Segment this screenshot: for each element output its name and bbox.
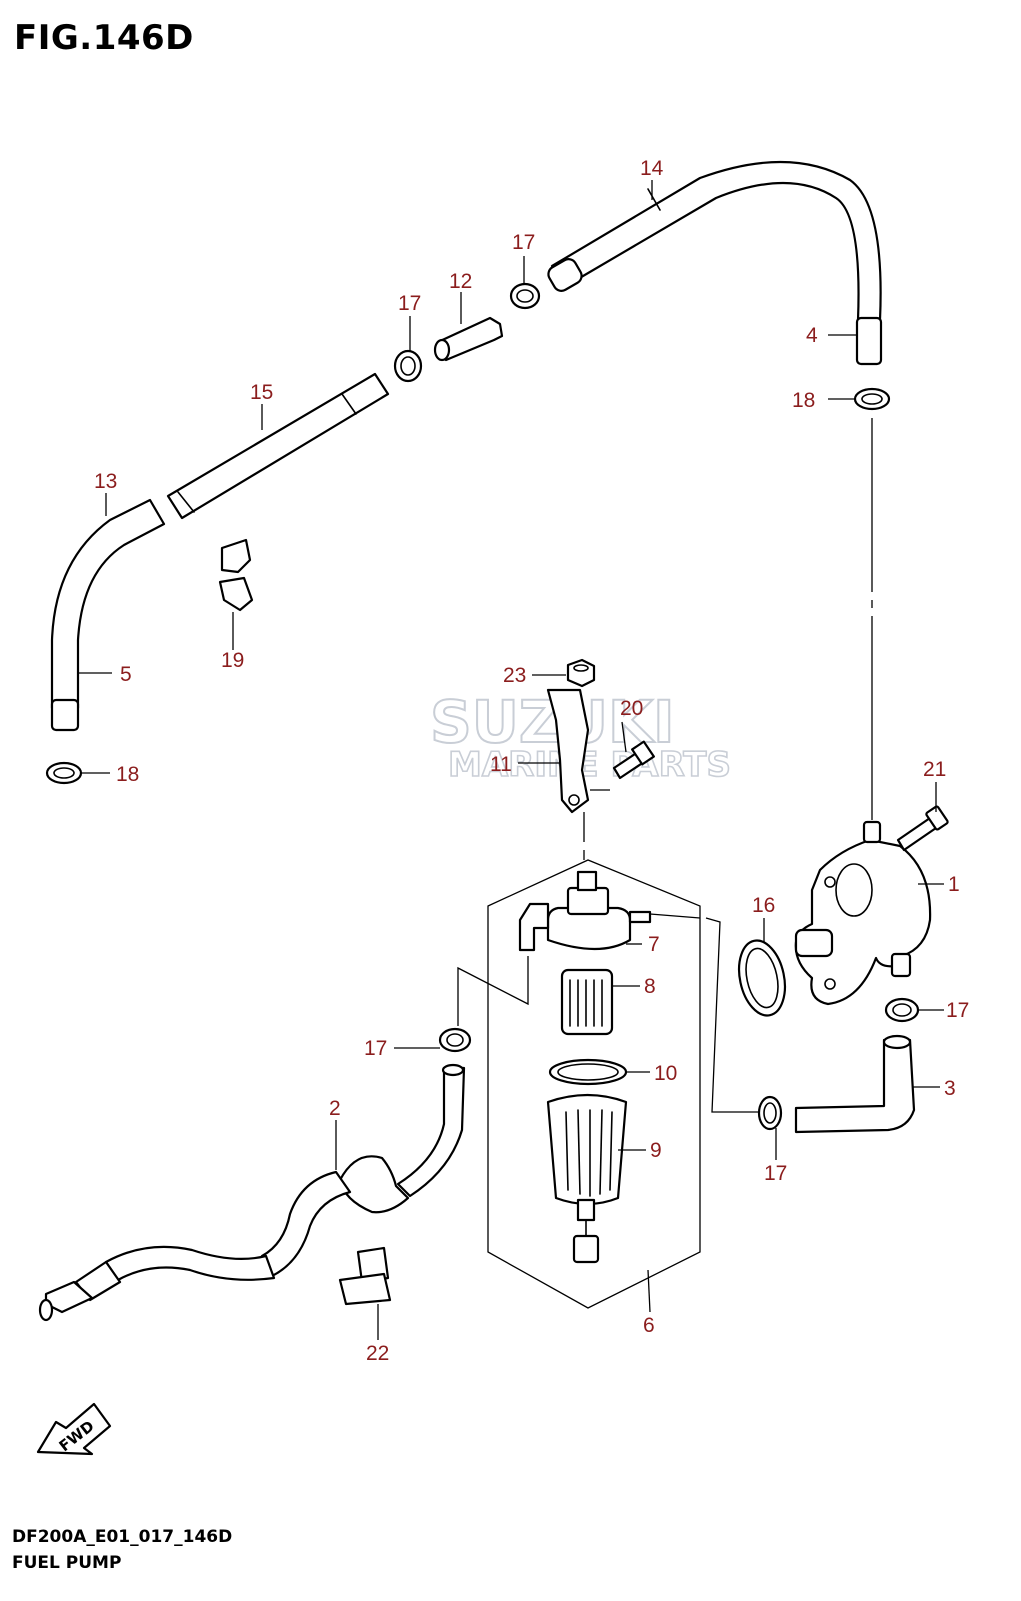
part-2-hose (38, 1063, 466, 1322)
callout-7: 7 (648, 933, 660, 956)
figure-code: DF200A_E01_017_146D (12, 1527, 233, 1547)
callout-2: 2 (329, 1097, 341, 1120)
part-12-joint (433, 316, 504, 362)
callout-12: 12 (449, 270, 472, 293)
callout-15: 15 (250, 381, 273, 404)
part-17-clamp-right (884, 997, 920, 1023)
part-20-bolt (612, 740, 655, 780)
outlet-hose-routing (705, 917, 760, 1113)
part-13-hose (50, 498, 166, 732)
callout-14: 14 (640, 157, 664, 180)
outlet-routing-line (649, 913, 701, 919)
callout-22: 22 (366, 1342, 389, 1365)
callout-16: 16 (752, 894, 775, 917)
part-3-hose (794, 1034, 916, 1134)
part-19-clip (218, 538, 254, 650)
callout-20: 20 (620, 697, 643, 720)
part-6-assembly-outline (487, 859, 701, 1309)
part-7-cover (518, 870, 652, 952)
part-16-o-ring (737, 939, 787, 1017)
callout-13: 13 (94, 470, 117, 493)
watermark-line2: MARINE PARTS (448, 745, 731, 785)
callout-17: 17 (764, 1162, 787, 1185)
part-14-hose (547, 160, 883, 366)
callout-18: 18 (116, 763, 139, 786)
leader-lines (78, 180, 944, 1313)
part-17-clamp-mid (393, 349, 423, 383)
callout-4: 4 (806, 324, 818, 347)
callout-23: 23 (503, 664, 526, 687)
callout-11: 11 (490, 753, 512, 776)
callout-19: 19 (221, 649, 244, 672)
callout-labels: 14 17 12 17 15 13 5 18 19 4 18 23 20 11 … (94, 157, 969, 1365)
part-17-clamp-left (438, 1027, 472, 1053)
part-21-bolt (896, 805, 949, 852)
part-18-clamp-left (45, 761, 83, 785)
callout-17: 17 (364, 1037, 387, 1060)
callout-6: 6 (643, 1314, 655, 1337)
part-9-bowl (546, 1093, 628, 1264)
callout-5: 5 (120, 663, 132, 686)
fwd-arrow-icon: FWD (36, 1402, 112, 1455)
callout-9: 9 (650, 1139, 662, 1162)
inlet-routing-line (457, 956, 529, 1026)
part-8-filter-element (560, 968, 614, 1036)
part-22-clip (338, 1246, 392, 1340)
part-23-nut (566, 658, 596, 688)
figure-title: FIG.146D (14, 18, 194, 58)
callout-17: 17 (512, 231, 535, 254)
callout-3: 3 (944, 1077, 956, 1100)
part-11-bracket (546, 688, 590, 814)
callout-17: 17 (398, 292, 421, 315)
callout-1: 1 (948, 873, 960, 896)
part-10-o-ring (548, 1058, 628, 1086)
part-18-clamp-right (853, 387, 891, 411)
part-17-clamp-top (509, 282, 541, 310)
part-15-hose (166, 372, 390, 520)
callout-10: 10 (654, 1062, 677, 1085)
part-1-fuel-pump (794, 820, 932, 1006)
callout-21: 21 (923, 758, 946, 781)
figure-name: FUEL PUMP (12, 1553, 122, 1573)
part-17-clamp-lower (757, 1095, 783, 1131)
callout-17: 17 (946, 999, 969, 1022)
callout-8: 8 (644, 975, 656, 998)
callout-18: 18 (792, 389, 815, 412)
